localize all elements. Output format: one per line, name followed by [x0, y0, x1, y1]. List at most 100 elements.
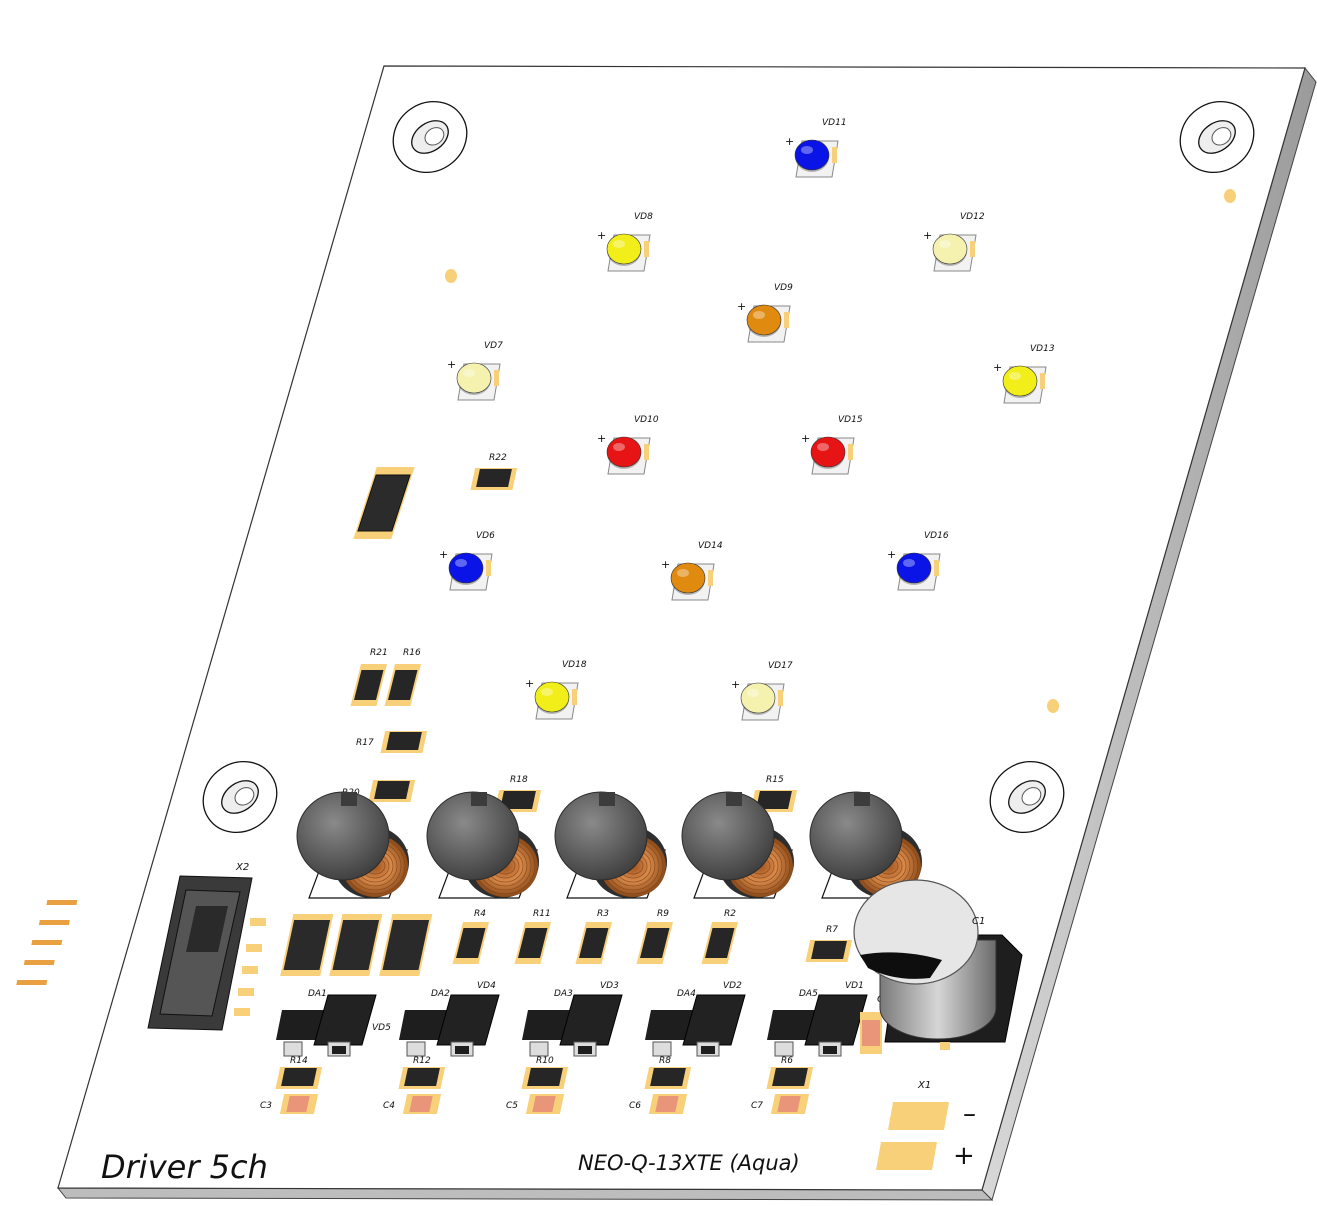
- ic-lead: [652, 1041, 672, 1057]
- mounting-hole: [202, 760, 278, 834]
- led-polarity-mark: +: [993, 361, 1002, 374]
- led-vd16: +VD16: [887, 531, 949, 591]
- led-ref-label: VD18: [562, 660, 587, 670]
- resistor-body: [705, 928, 735, 958]
- led-pad: [644, 241, 649, 257]
- large-resistor: [280, 914, 334, 976]
- led-vd14: +VD14: [661, 541, 723, 601]
- diode-vd1: VD1: [845, 981, 864, 991]
- ic-da2: DA2: [399, 989, 500, 1057]
- resistor-r8: R8: [644, 1056, 692, 1089]
- resistor-body: [811, 941, 847, 959]
- led-vd6: +VD6: [439, 531, 495, 591]
- led-pad: [494, 370, 499, 386]
- led-highlight: [801, 146, 813, 154]
- led-ref-label: VD12: [960, 212, 985, 222]
- ic-ref-label: DA5: [799, 989, 818, 999]
- led-polarity-mark: +: [661, 558, 670, 571]
- led-array: +VD11+VD8+VD12+VD9+VD7+VD13+VD10+VD15+VD…: [439, 118, 1055, 721]
- led-vd15: +VD15: [801, 415, 863, 475]
- led-vd17: +VD17: [731, 661, 793, 721]
- resistor-ref-label: R11: [533, 909, 551, 919]
- ic-lead-inner: [455, 1046, 469, 1054]
- capacitor-ref-label: C7: [751, 1101, 763, 1111]
- large-resistor: [379, 914, 433, 976]
- led-pad: [778, 690, 783, 706]
- led-pad: [644, 444, 649, 460]
- x2-label: X2: [235, 862, 249, 873]
- led-dome: [606, 233, 642, 265]
- led-polarity-mark: +: [597, 432, 606, 445]
- led-dome: [670, 562, 706, 594]
- inductor-notch: [599, 792, 615, 806]
- led-pad: [708, 570, 713, 586]
- led-ref-label: VD13: [1030, 344, 1055, 354]
- resistor-ref-label: R12: [413, 1056, 431, 1066]
- ic-lead: [283, 1041, 303, 1057]
- led-vd18: + VD18: [525, 660, 587, 720]
- led-ref-label: VD17: [768, 661, 793, 671]
- resistor-ref-label: R4: [474, 909, 486, 919]
- resistor-r3: R3: [575, 909, 612, 964]
- led-pad: [784, 312, 789, 328]
- resistor-r2: R2: [701, 909, 738, 964]
- led-ref-label: VD15: [838, 415, 863, 425]
- ic-body: [645, 1010, 699, 1040]
- led-vd9: +VD9: [737, 283, 793, 343]
- led-highlight: [455, 559, 467, 567]
- led-highlight: [939, 240, 951, 248]
- x1-label: X1: [917, 1080, 931, 1091]
- resistor-ref-label: R3: [597, 909, 609, 919]
- resistor-r6: R6: [766, 1056, 814, 1089]
- capacitor-body: [655, 1096, 679, 1112]
- led-polarity-mark: +: [737, 300, 746, 313]
- led-highlight: [753, 311, 765, 319]
- fiducial: [1047, 699, 1059, 713]
- diode-vd4: VD4: [477, 981, 496, 991]
- led-highlight: [613, 443, 625, 451]
- led-vd11: +VD11: [785, 118, 847, 178]
- led-vd13: + VD13: [993, 344, 1055, 404]
- resistor-ref-label: R10: [536, 1056, 554, 1066]
- ic-body: [399, 1010, 453, 1040]
- resistor-body: [281, 1068, 317, 1086]
- power-inductor: [681, 791, 794, 899]
- led-polarity-mark: +: [887, 548, 896, 561]
- resistor-ref-label: R14: [290, 1056, 308, 1066]
- ic-body-large: [436, 994, 500, 1046]
- led-highlight: [677, 569, 689, 577]
- ic-body-large: [559, 994, 623, 1046]
- led-highlight: [817, 443, 829, 451]
- resistor-body: [650, 1068, 686, 1086]
- led-polarity-mark: +: [447, 358, 456, 371]
- driver-channels: DA1VD5R14C3DA2VD4R12C4DA3VD3R10C5DA4VD2R…: [260, 981, 868, 1114]
- capacitor-ref-label: C5: [506, 1101, 518, 1111]
- resistor-body: [527, 1068, 563, 1086]
- led-dome: [810, 436, 846, 468]
- diode-ref-label: VD5: [372, 1023, 391, 1033]
- large-resistors: [280, 914, 433, 976]
- resistor-r10: R10: [521, 1056, 569, 1089]
- ic-body: [276, 1010, 330, 1040]
- resistor-r16: R16: [384, 648, 421, 706]
- resistor-ref-label: R2: [724, 909, 736, 919]
- resistor-ref-label: R7: [826, 925, 838, 935]
- led-dome: [534, 681, 570, 713]
- resistor-r22: R22: [470, 453, 518, 490]
- ic-lead-inner: [332, 1046, 346, 1054]
- capacitor-body: [409, 1096, 433, 1112]
- ic-da5: DA5: [767, 989, 868, 1057]
- ic-body-large: [682, 994, 746, 1046]
- ic-ref-label: DA1: [308, 989, 327, 999]
- led-polarity-mark: +: [525, 677, 534, 690]
- led-pad: [832, 147, 837, 163]
- led-highlight: [747, 689, 759, 697]
- capacitor-body: [286, 1096, 310, 1112]
- resistor-ref-label: R16: [403, 648, 421, 658]
- ic-body: [767, 1010, 821, 1040]
- fiducial: [1224, 189, 1236, 203]
- led-polarity-mark: +: [439, 548, 448, 561]
- resistor-body: [476, 469, 512, 487]
